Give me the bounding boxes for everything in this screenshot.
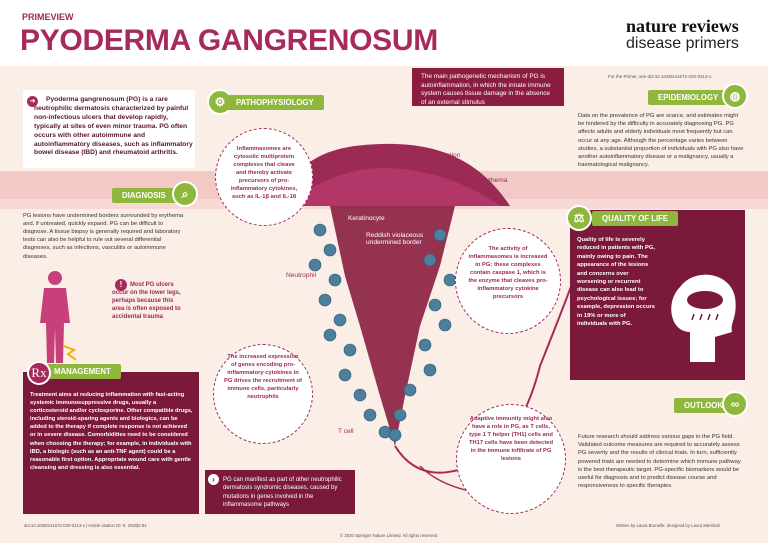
warning-text: Most PG ulcers occur on the lower legs, …: [112, 282, 181, 321]
intro-text: Pyoderma gangrenosum (PG) is a rare neut…: [34, 96, 193, 157]
label-full-thickness: Full thickness ulceration: [390, 152, 461, 159]
label-peripheral: Peripheral erythema: [448, 177, 508, 184]
caspase-circle: [455, 228, 561, 334]
management-text: Treatment aims at reducing inflammation …: [30, 392, 193, 471]
caspase-text: The activity of inflammasomes is increas…: [468, 246, 548, 300]
footer-copyright: © 2020 Springer Nature Limited. All righ…: [340, 533, 439, 538]
inflammasome-circle: [215, 128, 313, 226]
cytokine-text: The increased expression of genes encodi…: [224, 354, 302, 400]
neutrophil-cluster: [308, 223, 457, 442]
arrow-right-icon: ➜: [27, 96, 38, 107]
ulcer-base: [330, 206, 455, 446]
epidemiology-heading: EPIDEMIOLOGY: [648, 90, 729, 105]
top-callout: The main pathogenetic mechanism of PG is…: [412, 68, 564, 106]
exclamation-icon: !: [115, 279, 127, 291]
adaptive-circle: [456, 404, 566, 514]
brand-line-1: nature reviews: [626, 16, 739, 36]
primer-doi: For the Primer, see doi:10.1038/s41572-0…: [608, 74, 712, 79]
body-figure-icon: [40, 271, 77, 363]
quality-of-life-text: Quality of life is severely reduced in p…: [577, 237, 655, 327]
label-neutrophil: Neutrophil: [286, 272, 317, 279]
header-bar: [0, 0, 768, 66]
footer-doi: doi:10.1038/s41572-020-0213-x | Article …: [24, 523, 147, 528]
rain-cloud-head-icon: [671, 274, 736, 362]
diagnosis-text: PG lesions have undermined borders surro…: [23, 213, 184, 260]
diagnosis-heading: DIAGNOSIS: [112, 188, 176, 203]
intro-box: [23, 90, 195, 168]
management-box: [23, 372, 199, 514]
inflammasome-text: Inflammasomes are cytosolic multiprotein…: [230, 146, 298, 200]
kicker: PRIMEVIEW: [22, 12, 74, 22]
label-t-cell: T cell: [338, 428, 354, 435]
page-title: PYODERMA GANGRENOSUM: [20, 24, 438, 57]
globe-icon: ◍: [722, 83, 748, 109]
pathophysiology-heading: PATHOPHYSIOLOGY: [226, 95, 324, 110]
outlook-heading: OUTLOOK: [674, 398, 733, 413]
magnifier-icon: ⌕: [172, 181, 198, 207]
bottom-callout: PG can manifest as part of other neutrop…: [205, 470, 355, 514]
quality-of-life-heading: QUALITY OF LIFE: [592, 211, 679, 226]
arrow-right-icon: ›: [208, 474, 219, 485]
adaptive-text: Adaptive immunity might also have a role…: [468, 416, 554, 462]
brand-line-2: disease primers: [626, 35, 739, 52]
binoculars-icon: ∞: [722, 391, 748, 417]
label-border: Reddish violaceous undermined border: [366, 232, 424, 246]
outlook-text: Future research should address various g…: [578, 434, 741, 490]
epidemiology-text: Data on the prevalence of PG are scarce,…: [578, 113, 744, 169]
scales-icon: ⚖: [566, 205, 592, 231]
label-keratinocyte: Keratinocyte: [348, 215, 385, 222]
management-heading: MANAGEMENT: [44, 364, 121, 379]
prescription-icon: Rx: [27, 361, 51, 385]
footer-credits: Written by Laura Brunelle; designed by L…: [616, 523, 720, 528]
ulcer-rim: [285, 167, 500, 206]
cytokine-circle: [213, 344, 313, 444]
